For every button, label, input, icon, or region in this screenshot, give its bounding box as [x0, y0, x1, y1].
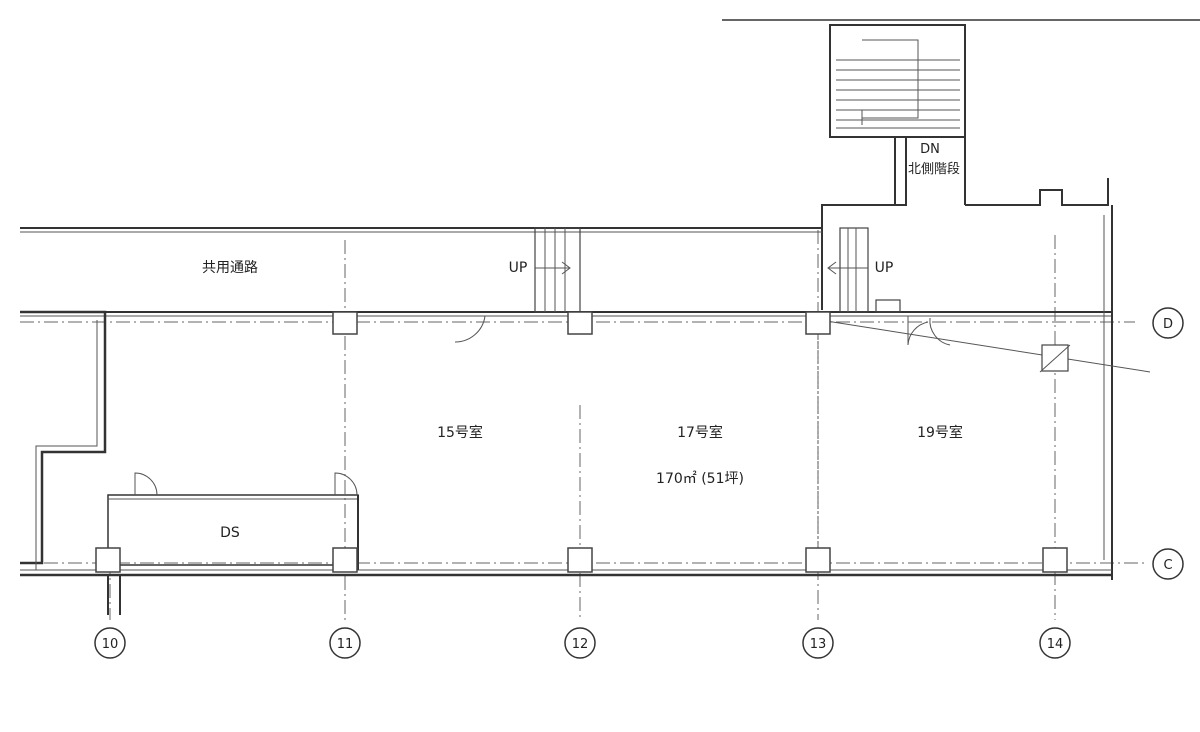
- north-stair: [821, 24, 1109, 310]
- door-15: [454, 315, 486, 343]
- diagonal-line: [819, 319, 1151, 373]
- column-13-d: [805, 311, 831, 335]
- left-exterior-wall: [20, 310, 107, 565]
- axis-bubble-10: 10: [94, 627, 126, 659]
- ds-door-left: [134, 472, 158, 496]
- axis-label-12: 12: [572, 637, 589, 652]
- ds-door-right: [334, 472, 358, 496]
- room-19-label: 19号室: [917, 424, 963, 441]
- column-13-c: [805, 547, 831, 573]
- room-17-label: 17号室: [677, 424, 723, 441]
- column-12-c: [567, 547, 593, 573]
- axis-bubble-13: 13: [802, 627, 834, 659]
- column-11-c: [332, 547, 358, 573]
- stair-name-label: 北側階段: [908, 162, 960, 177]
- column-10-c: [95, 547, 121, 573]
- axis-label-14: 14: [1047, 637, 1064, 652]
- up-label-right: UP: [875, 260, 894, 276]
- axis-label-d: D: [1163, 317, 1173, 332]
- column-12-d: [567, 311, 593, 335]
- column-14-c: [1042, 547, 1068, 573]
- axis-bubble-11: 11: [329, 627, 361, 659]
- axis-label-c: C: [1163, 558, 1172, 573]
- stair-dn-label: DN: [920, 142, 940, 157]
- axis-bubble-12: 12: [564, 627, 596, 659]
- axis-bubble-14: 14: [1039, 627, 1071, 659]
- door-19a: [907, 316, 929, 346]
- axis-label-11: 11: [337, 637, 354, 652]
- ds-room: [107, 472, 359, 570]
- axis-bubble-d: D: [1152, 307, 1184, 339]
- columns: [95, 311, 1068, 573]
- axis-bubble-c: C: [1152, 548, 1184, 580]
- corridor-walls: [20, 205, 1113, 580]
- axis-label-10: 10: [102, 637, 119, 652]
- ds-label: DS: [220, 525, 240, 541]
- door-19b: [929, 317, 951, 346]
- room-15-label: 15号室: [437, 424, 483, 441]
- up-label-left: UP: [509, 260, 528, 276]
- area-label: 170㎡ (51坪): [656, 471, 744, 487]
- axis-label-13: 13: [810, 637, 827, 652]
- corridor-label: 共用通路: [202, 260, 258, 276]
- column-11-d: [332, 311, 358, 335]
